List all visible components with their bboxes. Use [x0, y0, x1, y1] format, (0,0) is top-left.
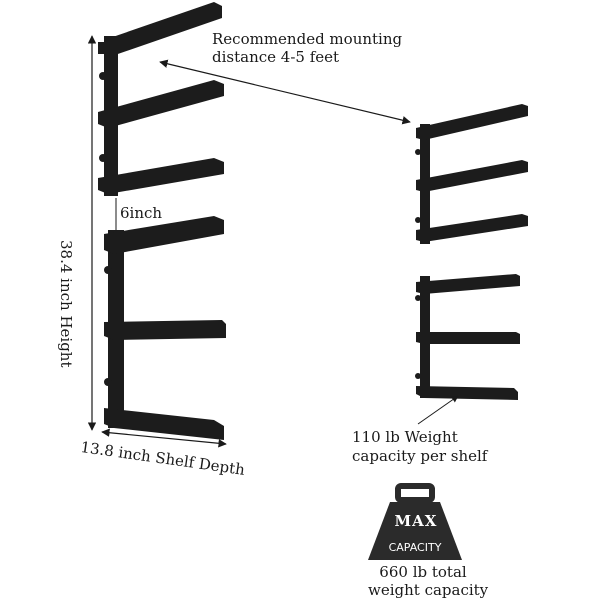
- total-capacity-label: 660 lb total weight capacity: [368, 563, 489, 599]
- weight-icon: [368, 483, 462, 560]
- max-label: MAX: [394, 512, 438, 530]
- gap-label: 6inch: [120, 204, 163, 222]
- weight-leader-line: [417, 395, 459, 425]
- left-upper-arm-3: [98, 158, 224, 194]
- right-upper-rack: [415, 104, 528, 244]
- left-lower-arm-3: [104, 408, 224, 440]
- right-upper-arm-1: [416, 104, 528, 140]
- mounting-bolt-icon: [99, 72, 107, 80]
- mounting-bolt-icon: [104, 266, 112, 274]
- capacity-label: CAPACITY: [388, 541, 442, 554]
- total-capacity-line-2: weight capacity: [368, 581, 489, 599]
- mounting-bolt-icon: [415, 373, 421, 379]
- mounting-bolt-icon: [415, 295, 421, 301]
- right-lower-arm-3: [416, 386, 518, 400]
- depth-arrow: [101, 428, 227, 448]
- mounting-distance-label: Recommended mounting distance 4-5 feet: [212, 30, 402, 66]
- mounting-bolt-icon: [104, 378, 112, 386]
- height-label: 38.4 inch Height: [57, 240, 75, 368]
- mounting-bolt-icon: [415, 217, 421, 223]
- shelf-capacity-label: 110 lb Weight capacity per shelf: [352, 428, 487, 466]
- right-lower-arm-2: [416, 332, 520, 344]
- left-lower-arm-1: [104, 216, 224, 254]
- total-capacity-line-1: 660 lb total: [379, 563, 467, 581]
- mounting-line-2: distance 4-5 feet: [212, 48, 340, 66]
- left-lower-arm-2: [104, 320, 226, 340]
- shelf-capacity-line-1: 110 lb Weight: [352, 428, 458, 446]
- left-upper-arm-1: [104, 2, 222, 56]
- left-upper-rack: [98, 2, 224, 196]
- mounting-distance-arrow: [159, 59, 411, 125]
- right-upper-arm-3: [416, 214, 528, 242]
- mounting-bolt-icon: [99, 154, 107, 162]
- shelf-capacity-line-2: capacity per shelf: [352, 447, 488, 465]
- left-lower-rack: [104, 216, 226, 440]
- right-lower-arm-1: [416, 274, 520, 294]
- right-upper-arm-2: [416, 160, 528, 192]
- mounting-line-1: Recommended mounting: [212, 30, 403, 48]
- right-lower-rack: [415, 274, 520, 400]
- mounting-bolt-icon: [415, 149, 421, 155]
